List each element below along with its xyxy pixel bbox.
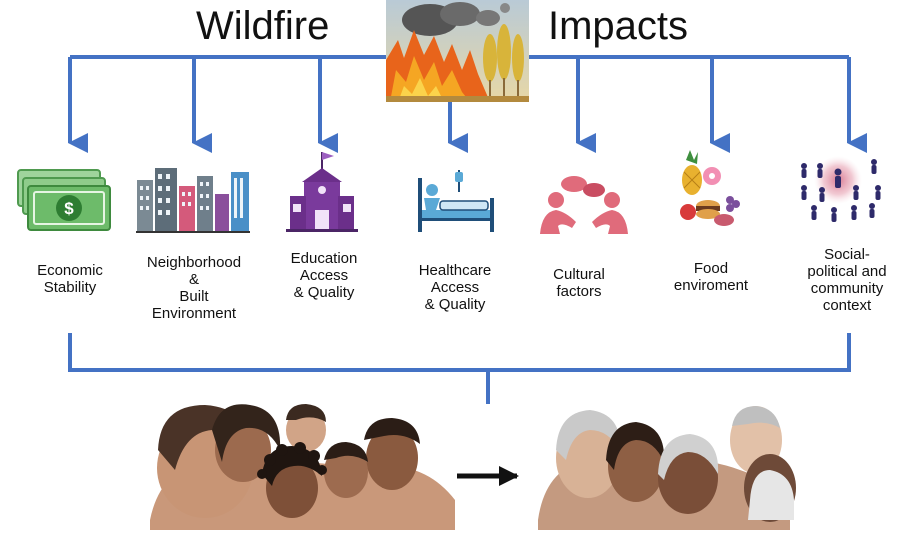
school-icon — [286, 152, 358, 232]
svg-text:$: $ — [64, 199, 74, 218]
bottom-bracket — [68, 333, 851, 404]
title-wildfire: Wildfire — [196, 4, 330, 48]
food-icon — [680, 150, 740, 226]
money-icon: $ — [17, 169, 111, 231]
hospital-bed-icon — [418, 170, 494, 232]
community-network-icon — [801, 156, 881, 222]
aging-population-illustration — [538, 406, 796, 530]
wildfire-image — [386, 0, 529, 102]
city-buildings-icon — [136, 168, 250, 233]
conversation-icon — [540, 176, 628, 234]
factor-arrows — [68, 57, 867, 153]
young-population-illustration — [150, 404, 455, 530]
title-impacts: Impacts — [548, 4, 689, 48]
